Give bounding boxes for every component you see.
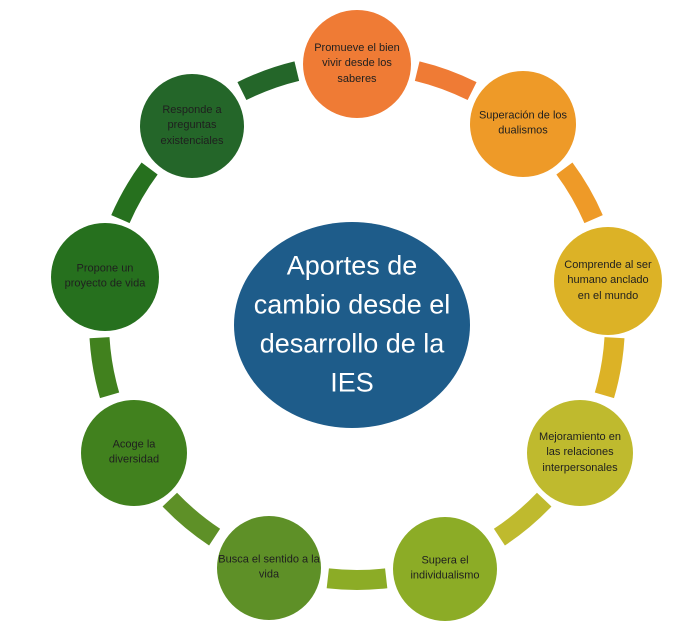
ring-connector [111, 162, 158, 224]
node-circle [470, 71, 576, 177]
center-ellipse [234, 222, 470, 428]
ring-connector [237, 61, 300, 101]
ring-connector [89, 336, 120, 399]
node-circle [527, 400, 633, 506]
node-circle [554, 227, 662, 335]
ring-connector [414, 61, 477, 101]
ring-connector [326, 568, 388, 590]
ring-connector [162, 492, 221, 546]
ring-connector [556, 162, 603, 224]
ring-connector [594, 336, 625, 399]
node-circle [140, 74, 244, 178]
node-circle [81, 400, 187, 506]
node-circle [303, 10, 411, 118]
node-circle [393, 517, 497, 621]
node-circle [51, 223, 159, 331]
node-circle [217, 516, 321, 620]
ring-connector [493, 492, 552, 546]
